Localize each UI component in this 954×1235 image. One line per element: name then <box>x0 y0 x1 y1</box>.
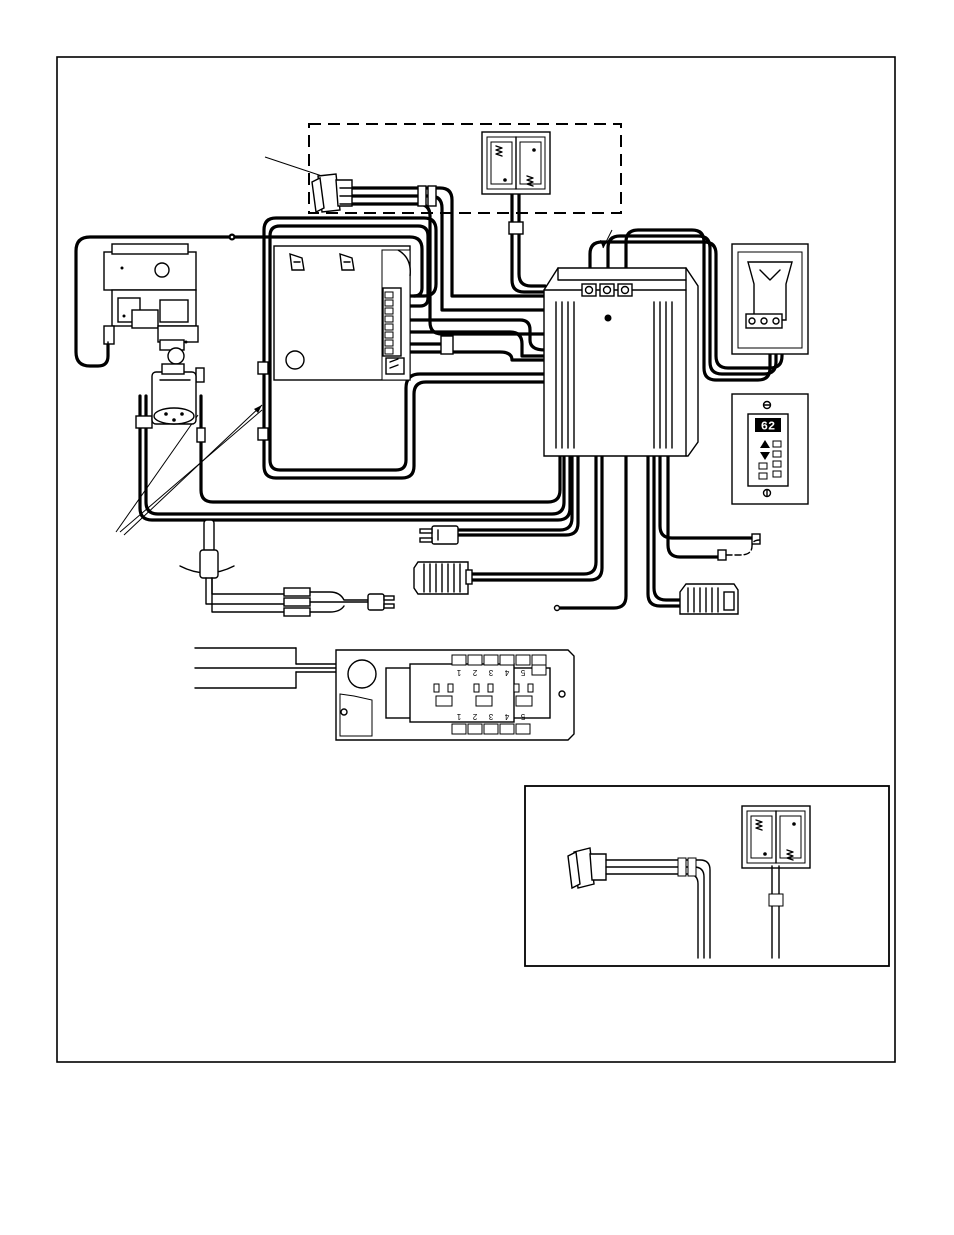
terminal-top-number-3: 3 <box>488 668 493 677</box>
receiver-unit <box>732 244 808 354</box>
terminal-top-number-4: 4 <box>504 668 509 677</box>
remote-button-6[interactable] <box>759 473 767 479</box>
remote-button-1[interactable] <box>773 441 781 447</box>
remote-button-4[interactable] <box>773 471 781 477</box>
terminal-top-number-5: 5 <box>520 668 525 677</box>
sensor-probe <box>180 520 394 616</box>
terminal-bottom-number-5: 5 <box>520 712 525 721</box>
gas-valve <box>104 244 198 364</box>
outlet-panel: 1 2 3 4 5 1 2 3 4 5 <box>195 648 574 740</box>
control-box <box>544 268 698 456</box>
terminal-bottom-number-4: 4 <box>504 712 509 721</box>
terminal-bottom-number-2: 2 <box>472 712 477 721</box>
terminal-top-number-2: 2 <box>472 668 477 677</box>
rocker-switch <box>312 174 352 212</box>
remote-button-2[interactable] <box>773 451 781 457</box>
remote-temperature-display: 62 <box>761 420 775 434</box>
transformer-left <box>414 562 472 594</box>
terminal-bottom-number-3: 3 <box>488 712 493 721</box>
optional-switch-dashed-region <box>309 124 621 213</box>
remote-button-5[interactable] <box>759 463 767 469</box>
transformer-right <box>680 584 738 614</box>
terminal-bottom-number-1: 1 <box>456 712 461 721</box>
power-cord-plug <box>420 526 458 544</box>
wall-remote: 62 <box>732 394 808 504</box>
inset-switch-detail <box>525 786 889 966</box>
ignition-module <box>274 246 410 380</box>
pilot-assembly <box>152 364 196 424</box>
terminal-top-number-1: 1 <box>456 668 461 677</box>
battery-pack <box>482 132 550 194</box>
remote-button-3[interactable] <box>773 461 781 467</box>
leader-line-switch <box>265 157 322 176</box>
